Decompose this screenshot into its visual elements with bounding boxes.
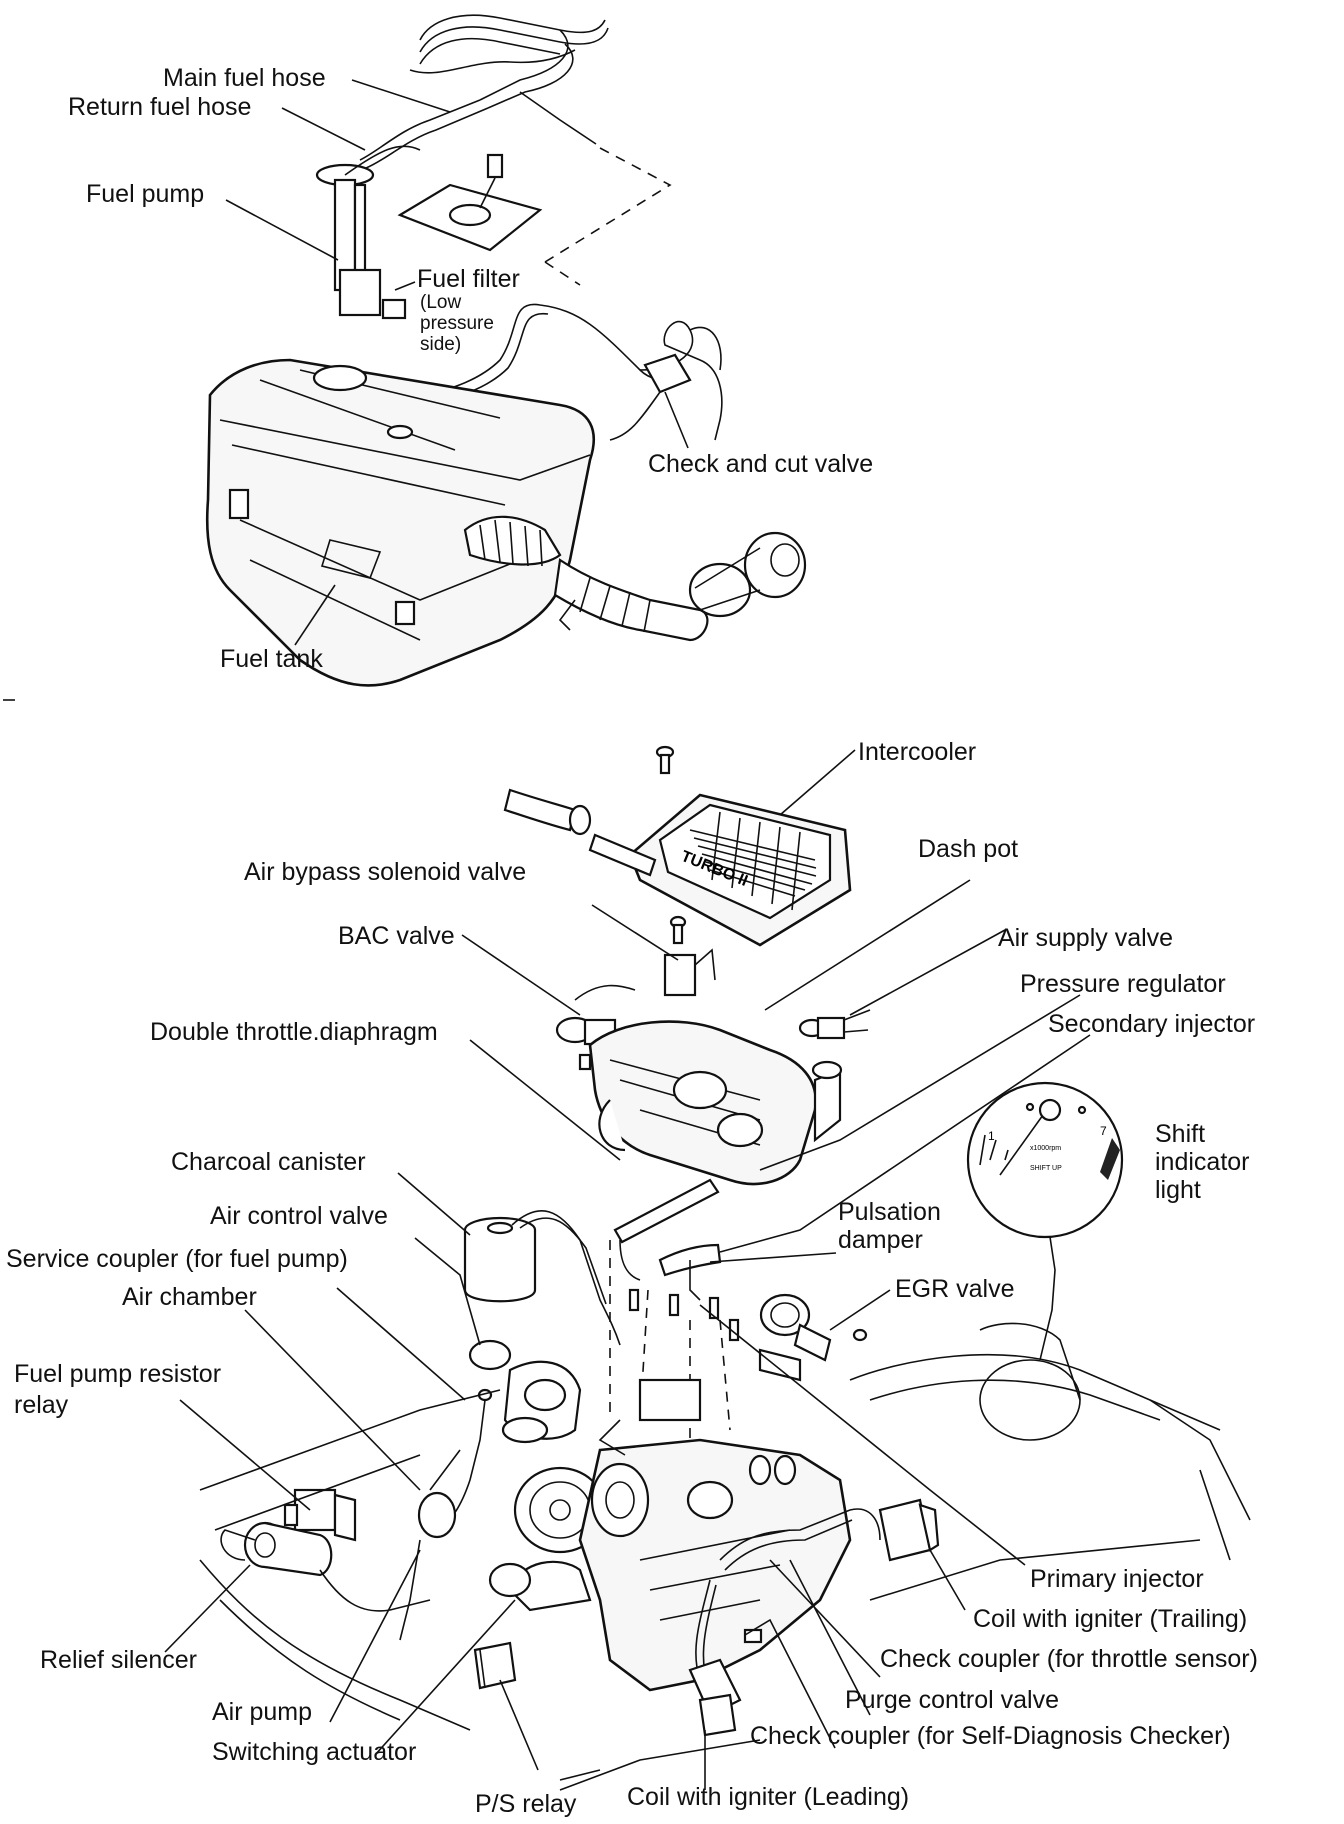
label-egr-valve: EGR valve (895, 1275, 1015, 1303)
filler-neck (463, 515, 807, 642)
label-pulsation-damper-1: Pulsation (838, 1198, 941, 1226)
intercooler-body: TURBO II (628, 793, 852, 947)
relief-silencer (220, 1521, 431, 1612)
label-fuel-filter-note-3: side) (420, 334, 462, 355)
label-coil-with-igniter-leading: Coil with igniter (Leading) (627, 1783, 910, 1811)
tach-units: x1000rpm (1030, 1145, 1061, 1152)
ps-relay-box (473, 1641, 517, 1690)
label-fuel-pump-resistor-relay-2: relay (14, 1391, 69, 1419)
tachometer: 1 7 x1000rpm SHIFT UP (966, 1081, 1124, 1361)
label-shift-indicator-light-3: light (1155, 1176, 1201, 1204)
label-shift-indicator-light-2: indicator (1155, 1148, 1250, 1176)
label-secondary-injector: Secondary injector (1048, 1010, 1256, 1038)
label-fuel-pump-resistor-relay-1: Fuel pump resistor (14, 1360, 222, 1388)
label-intercooler: Intercooler (858, 738, 977, 766)
coil-igniter-trailing (878, 1498, 940, 1562)
dashed-leader-engine-4 (719, 1319, 731, 1431)
vent-lines (389, 303, 723, 441)
air-supply-valve (798, 1009, 871, 1040)
label-check-coupler-self-diag: Check coupler (for Self-Diagnosis Checke… (750, 1722, 1231, 1750)
fuel-rail (613, 1178, 740, 1342)
label-fuel-filter-note-2: pressure (420, 313, 494, 334)
intake-manifold (578, 1020, 843, 1186)
label-check-and-cut-valve: Check and cut valve (648, 450, 874, 478)
egr-valve (758, 1293, 868, 1382)
resistor-relay (283, 1488, 357, 1542)
leader-lines (164, 79, 1091, 1790)
label-bac-valve: BAC valve (338, 922, 455, 950)
intercooler-bolt (655, 745, 675, 775)
label-fuel-filter-note-1: (Low (420, 292, 462, 313)
label-fuel-tank: Fuel tank (220, 645, 323, 673)
label-fuel-filter: Fuel filter (417, 265, 520, 293)
label-coil-with-igniter-trailing: Coil with igniter (Trailing) (973, 1605, 1248, 1633)
tach-shift-up: SHIFT UP (1030, 1165, 1062, 1172)
dashed-leader-mid (544, 261, 581, 286)
charcoal-canister (463, 1210, 621, 1346)
label-service-coupler: Service coupler (for fuel pump) (6, 1245, 348, 1273)
label-air-chamber: Air chamber (122, 1283, 257, 1311)
label-relief-silencer: Relief silencer (40, 1646, 198, 1674)
wiring-harness (688, 1508, 881, 1737)
label-pressure-regulator: Pressure regulator (1020, 970, 1226, 998)
label-fuel-pump: Fuel pump (86, 180, 205, 208)
label-return-fuel-hose: Return fuel hose (68, 93, 252, 121)
fuel-pump-assembly (315, 145, 421, 320)
label-purge-control-valve: Purge control valve (845, 1686, 1060, 1714)
air-chamber (399, 1449, 461, 1641)
label-main-fuel-hose: Main fuel hose (163, 64, 326, 92)
label-check-coupler-throttle: Check coupler (for throttle sensor) (880, 1645, 1258, 1673)
engine-block (578, 1378, 852, 1692)
intake-pipe (503, 788, 657, 877)
label-air-pump: Air pump (212, 1698, 313, 1726)
chassis-outline (3, 699, 1251, 1791)
tach-scale-low: 1 (988, 1129, 995, 1143)
air-bypass-solenoid (663, 915, 716, 997)
label-switching-actuator: Switching actuator (212, 1738, 417, 1766)
label-pulsation-damper-2: damper (838, 1226, 923, 1254)
label-air-supply-valve: Air supply valve (998, 924, 1174, 952)
fuel-hoses-top (359, 14, 609, 169)
label-charcoal-canister: Charcoal canister (171, 1148, 366, 1176)
dashed-leader-top (544, 147, 672, 263)
label-air-control-valve: Air control valve (210, 1202, 388, 1230)
label-ps-relay: P/S relay (475, 1790, 577, 1818)
fuel-pump-cover-plate (397, 153, 543, 252)
fuel-tank (205, 358, 595, 687)
label-primary-injector: Primary injector (1030, 1565, 1204, 1593)
label-air-bypass-solenoid-valve: Air bypass solenoid valve (244, 858, 527, 886)
label-shift-indicator-light-1: Shift (1155, 1120, 1206, 1148)
label-double-throttle-diaphragm: Double throttle.diaphragm (150, 1018, 438, 1046)
tach-scale-high: 7 (1100, 1124, 1107, 1138)
label-dash-pot: Dash pot (918, 835, 1019, 863)
